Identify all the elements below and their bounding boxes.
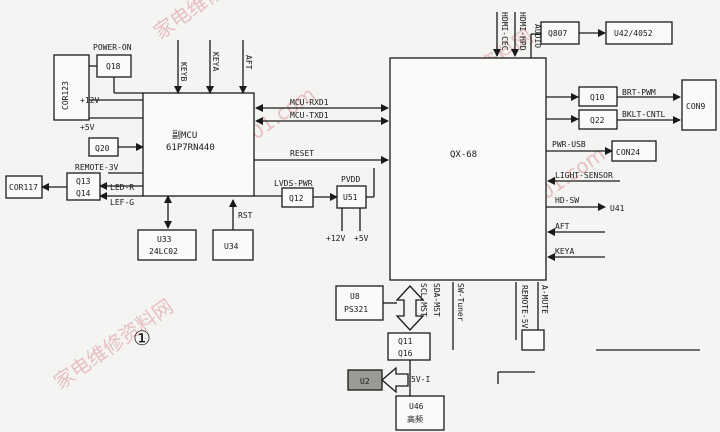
signal-lvds-pwr: LVDS-PWR [274, 179, 313, 188]
q22-label: Q22 [590, 116, 605, 125]
signal-keya: KEYA [211, 52, 220, 71]
soc-label: QX-68 [450, 150, 477, 160]
signal-led-r: LED-R [110, 183, 134, 192]
u42-block [605, 21, 673, 45]
q807-label: Q807 [548, 29, 567, 38]
signal-hdmi-hpd: HDMI-HPD [518, 12, 527, 51]
signal-plus5v: +5V [80, 123, 95, 132]
signal-sda-mst: SDA-MST [432, 283, 441, 317]
signal-reset: RESET [290, 149, 314, 158]
u8-label: U8 [350, 292, 360, 301]
q11-q16-block [387, 332, 431, 361]
u2-label: U2 [360, 377, 370, 386]
signal-plus5v-b: +5V [354, 234, 369, 243]
signal-remote5v: REMOTE-5V [520, 285, 529, 329]
signal-brt-pwm: BRT-PWM [622, 88, 656, 97]
signal-hdmi-cec: HDMI-CEC [500, 12, 509, 51]
mcu-label: 副MCU [172, 130, 197, 141]
u46-label: U46 [409, 402, 424, 411]
con9-label: CON9 [686, 102, 705, 111]
cor123-label: COR123 [61, 81, 70, 110]
q18-label: Q18 [106, 62, 121, 71]
watermark-text: 家电维修资料网 [49, 294, 177, 394]
signal-remote3v: REMOTE-3V [75, 163, 119, 172]
watermark-text: 家电维修资料网 [149, 0, 277, 44]
con24-block [611, 140, 657, 162]
q11-label: Q11 [398, 337, 413, 346]
u33-label: U33 [157, 235, 172, 244]
a-mute-target-block [521, 329, 545, 351]
u34-label: U34 [224, 242, 239, 251]
i2c-bus-arrow-lower [381, 366, 409, 394]
soc-block [389, 57, 547, 281]
q10-label: Q10 [590, 93, 605, 102]
signal-rst: RST [238, 211, 253, 220]
q16-label: Q16 [398, 349, 413, 358]
signal-u41: U41 [610, 204, 625, 213]
u2-block [347, 369, 383, 391]
signal-keyb: KEYB [179, 62, 188, 81]
i2c-bus-arrow-upper [395, 285, 425, 331]
u33-block [137, 229, 197, 261]
cor117-label: COR117 [9, 183, 38, 192]
signal-light-sensor: LIGHT-SENSOR [555, 171, 613, 180]
q13-label: Q13 [76, 177, 91, 186]
signal-sw-tuner: SW-Tuner [456, 283, 465, 322]
u46-block [395, 395, 445, 431]
q20-label: Q20 [95, 144, 110, 153]
cor117-block [5, 175, 43, 199]
figure-number: ① [133, 326, 151, 350]
con9-block [681, 79, 717, 131]
signal-plus12v-b: +12V [326, 234, 345, 243]
signal-mcu-txd1: MCU-TXD1 [290, 111, 329, 120]
u42-label: U42/4052 [614, 29, 653, 38]
u8-block [335, 285, 384, 321]
cor123-block [53, 54, 90, 121]
signal-a-mute: A-MUTE [540, 285, 549, 314]
signal-pwr-usb: PWR-USB [552, 140, 586, 149]
signal-lef-g: LEF-G [110, 198, 134, 207]
u34-block [212, 229, 254, 261]
signal-keya-right: KEYA [555, 247, 574, 256]
u51-label: U51 [343, 193, 358, 202]
signal-aft-right: AFT [555, 222, 570, 231]
signal-hd-sw: HD-SW [555, 196, 579, 205]
signal-bklt-cntl: BKLT-CNTL [622, 110, 666, 119]
mcu-part-number: 61P7RN440 [166, 143, 215, 153]
q14-label: Q14 [76, 189, 91, 198]
signal-audio: AUDIO [533, 24, 542, 48]
u46-part-number: 高频 [407, 414, 423, 424]
signal-mcu-rxd1: MCU-RXD1 [290, 98, 329, 107]
q12-label: Q12 [289, 194, 304, 203]
signal-power-on: POWER-ON [93, 43, 132, 52]
u8-part-number: PS321 [344, 305, 368, 314]
signal-aft: AFT [244, 55, 253, 70]
signal-5v-i: 5V-I [411, 375, 430, 384]
q13-q14-block [66, 172, 101, 201]
con24-label: CON24 [616, 148, 640, 157]
signal-pvdd: PVDD [341, 175, 360, 184]
u33-part-number: 24LC02 [149, 247, 178, 256]
